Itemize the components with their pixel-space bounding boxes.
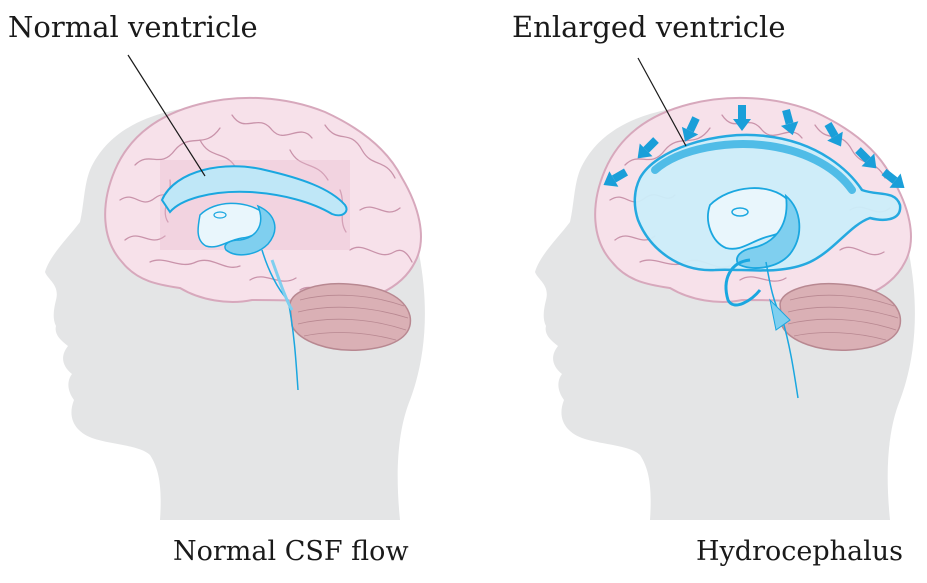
normal-csf-flow-caption: Normal CSF flow [173, 536, 409, 567]
right-head-group [535, 58, 915, 520]
left-head-group [45, 55, 425, 520]
left-brain [105, 98, 421, 304]
enlarged-ventricle-label: Enlarged ventricle [512, 10, 785, 44]
hydrocephalus-caption: Hydrocephalus [696, 536, 903, 567]
normal-ventricle-label: Normal ventricle [8, 10, 258, 44]
